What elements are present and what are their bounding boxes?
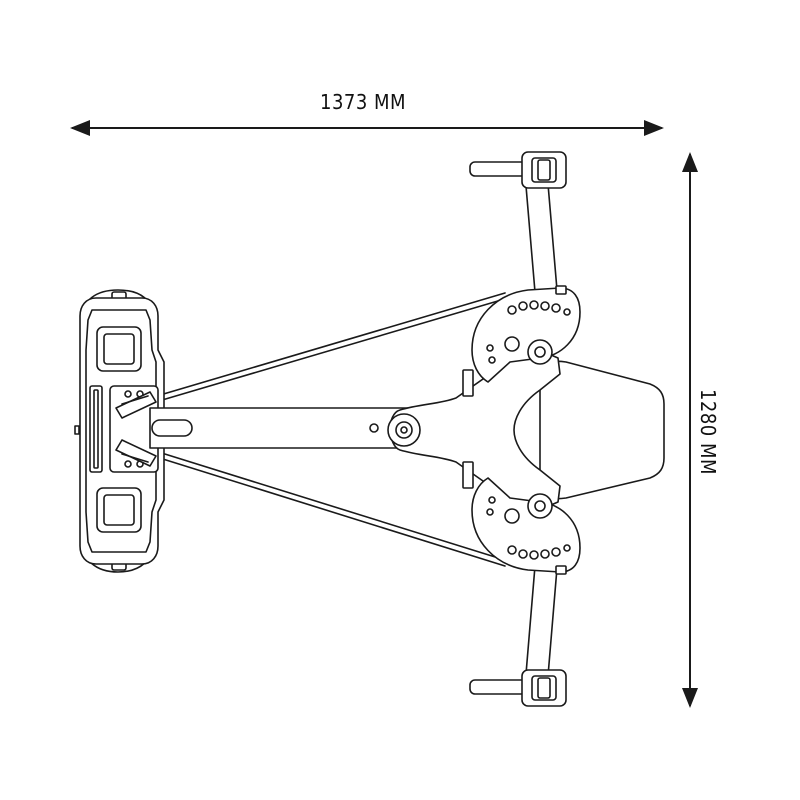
- height-dimension-label: 1280 MM: [696, 388, 720, 476]
- width-dimension-label: 1373 MM: [320, 90, 407, 114]
- upper-pulley-plate: [462, 285, 581, 397]
- upper-arm: [469, 151, 567, 293]
- central-beam: [149, 407, 411, 449]
- cables: [149, 292, 509, 567]
- base-frame: [74, 289, 165, 573]
- lower-arm: [469, 565, 567, 707]
- y-yoke: [387, 350, 561, 510]
- lower-pulley-plate: [462, 461, 581, 575]
- seat-pad: [539, 360, 665, 500]
